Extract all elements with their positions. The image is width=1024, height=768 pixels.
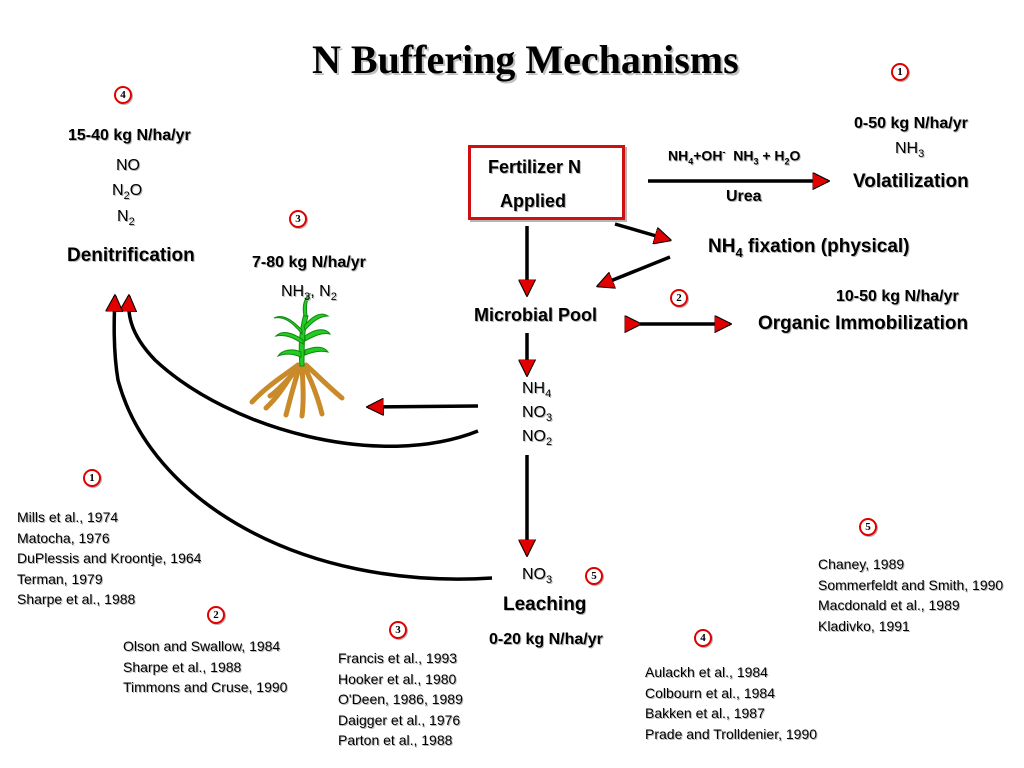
arrow-fixation-to-pool bbox=[598, 255, 671, 286]
reference-item: Mills et al., 1974 bbox=[17, 509, 119, 525]
reference-badge-5: 5 bbox=[859, 518, 877, 536]
reference-item: DuPlessis and Kroontje, 1964 bbox=[17, 550, 202, 566]
reference-item: Timmons and Cruse, 1990 bbox=[123, 679, 288, 695]
reference-item: Olson and Swallow, 1984 bbox=[123, 638, 281, 654]
reference-group-4: Aulackh et al., 1984 Colbourn et al., 19… bbox=[645, 662, 817, 744]
microbial-pool-label: Microbial Pool bbox=[474, 305, 598, 325]
denitrification-gas-n2: N2 bbox=[117, 208, 135, 229]
curve-soil-to-denitrification bbox=[129, 296, 479, 448]
leaching-form: NO3 bbox=[522, 566, 553, 587]
reference-item: Bakken et al., 1987 bbox=[645, 705, 765, 721]
reference-item: Chaney, 1989 bbox=[818, 556, 905, 572]
denitrification-label: Denitrification bbox=[67, 245, 195, 266]
immobilization-label: Organic Immobilization bbox=[758, 313, 969, 334]
soil-form-no2: NO2 bbox=[522, 428, 553, 449]
plant-uptake-gases: NH3, N2 bbox=[281, 283, 337, 304]
plant-uptake-rate: 7-80 kg N/ha/yr bbox=[252, 254, 366, 271]
volatilization-reaction: NH4+OH- NH3 + H2O bbox=[668, 147, 801, 167]
fertilizer-label-line1: Fertilizer N bbox=[488, 157, 582, 177]
denitrification-badge: 4 bbox=[114, 86, 132, 104]
reference-item: Sharpe et al., 1988 bbox=[123, 658, 242, 675]
leaching-badge: 5 bbox=[585, 567, 603, 585]
reference-item: Hooker et al., 1980 bbox=[338, 670, 457, 687]
immobilization-rate: 10-50 kg N/ha/yr bbox=[836, 288, 959, 305]
plant-icon bbox=[249, 292, 345, 419]
reference-group-1: Mills et al., 1974 Matocha, 1976 DuPless… bbox=[17, 507, 201, 610]
reference-badge-1: 1 bbox=[83, 469, 101, 487]
reference-item: Kladivko, 1991 bbox=[818, 617, 910, 634]
reference-item: Daigger et al., 1976 bbox=[338, 711, 461, 728]
reference-badge-3: 3 bbox=[389, 621, 407, 639]
reference-item: Terman, 1979 bbox=[17, 570, 103, 587]
volatilization-label: Volatilization bbox=[853, 171, 969, 192]
volatilization-gas: NH3 bbox=[895, 140, 925, 161]
volatilization-badge: 1 bbox=[891, 63, 909, 81]
arrow-to-plant bbox=[368, 406, 479, 407]
reference-group-2: Olson and Swallow, 1984 Sharpe et al., 1… bbox=[123, 636, 287, 698]
reference-item: Francis et al., 1993 bbox=[338, 650, 458, 666]
volatilization-source: Urea bbox=[726, 188, 762, 205]
reference-item: O'Deen, 1986, 1989 bbox=[338, 691, 463, 707]
reference-item: Parton et al., 1988 bbox=[338, 732, 453, 748]
soil-form-nh4: NH4 bbox=[522, 380, 552, 401]
leaching-rate: 0-20 kg N/ha/yr bbox=[489, 631, 603, 648]
reference-group-5: Chaney, 1989 Sommerfeldt and Smith, 1990… bbox=[818, 554, 1003, 636]
fixation-label: NH4 fixation (physical) bbox=[708, 236, 910, 260]
denitrification-gas-n2o: N2O bbox=[112, 182, 143, 203]
reference-badge-2: 2 bbox=[207, 606, 225, 624]
fertilizer-label-line2: Applied bbox=[500, 191, 566, 211]
reference-item: Aulackh et al., 1984 bbox=[645, 664, 768, 680]
arrow-to-fixation bbox=[614, 222, 670, 240]
reference-group-3: Francis et al., 1993 Hooker et al., 1980… bbox=[338, 648, 463, 751]
reference-item: Matocha, 1976 bbox=[17, 529, 110, 546]
denitrification-gas-no: NO bbox=[116, 157, 140, 174]
reference-item: Sommerfeldt and Smith, 1990 bbox=[818, 576, 1004, 593]
reference-item: Colbourn et al., 1984 bbox=[645, 684, 775, 701]
immobilization-badge: 2 bbox=[670, 289, 688, 307]
denitrification-rate: 15-40 kg N/ha/yr bbox=[68, 127, 191, 144]
fertilizer-box bbox=[468, 145, 625, 220]
volatilization-rate: 0-50 kg N/ha/yr bbox=[854, 115, 968, 132]
reference-badge-4: 4 bbox=[694, 629, 712, 647]
plant-uptake-badge: 3 bbox=[289, 210, 307, 228]
reference-item: Sharpe et al., 1988 bbox=[17, 591, 136, 607]
leaching-label: Leaching bbox=[503, 594, 587, 615]
soil-form-no3: NO3 bbox=[522, 404, 553, 425]
reference-item: Macdonald et al., 1989 bbox=[818, 597, 960, 613]
curve-leaching-to-denitrification bbox=[114, 296, 493, 581]
page-title: N Buffering Mechanisms bbox=[312, 37, 739, 82]
reference-item: Prade and Trolldenier, 1990 bbox=[645, 725, 818, 742]
